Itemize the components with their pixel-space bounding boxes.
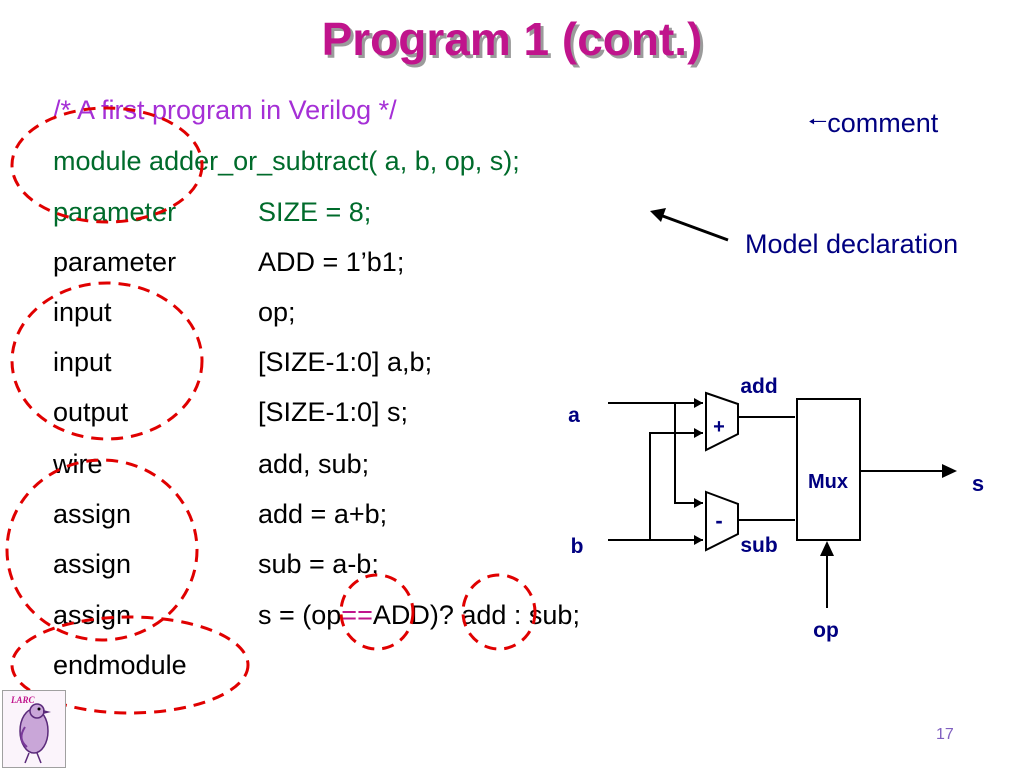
select-op-label: op [813,619,839,642]
highlight-circle-question [461,573,537,651]
adder-symbol: + [713,416,725,438]
code-module-line: module adder_or_subtract( a, b, op, s); [53,146,520,176]
code-comment-line: /* A first program in Verilog */ [53,95,397,125]
model-declaration-arrow [650,208,729,242]
sub-label: sub [740,534,777,557]
subtractor-symbol: - [715,508,722,533]
mux-block [796,398,861,541]
left-arrow-icon: 🠐 [808,109,828,134]
code-keyword: input [53,347,112,377]
code-argument: ADD = 1’b1; [258,247,405,277]
code-argument: add = a+b; [258,499,388,529]
code-arg-before: s = (op [258,600,342,630]
model-declaration-label: Model declaration [745,229,959,259]
code-keyword: input [53,297,112,327]
comment-annotation: 🠐comment [808,105,938,143]
code-endmodule-line: endmodule [53,650,187,680]
code-argument: op; [258,297,296,327]
code-argument: [SIZE-1:0] a,b; [258,347,433,377]
input-b-label: b [571,535,584,558]
slide-number: 17 [936,726,954,743]
input-a-label: a [568,404,580,427]
output-s-label: s [972,471,984,496]
circuit-diagram: a b + - add sub Mux s op [568,375,984,642]
code-keyword: output [53,397,129,427]
code-argument: s = (op==ADD)? add : sub; [258,599,580,631]
mux-label: Mux [808,471,848,493]
code-keyword: assign [53,549,132,579]
logo-text: LARC [10,695,36,705]
code-argument: add, sub; [258,449,370,479]
slide-title: Program 1 (cont.) [321,13,703,65]
code-keyword: assign [53,499,132,529]
add-label: add [740,375,777,398]
highlight-circle-endmodule [10,615,250,715]
code-argument: [SIZE-1:0] s; [258,397,409,427]
highlight-circle-eq [339,573,415,651]
bird-logo-icon: LARC [10,695,51,764]
highlight-circles [5,106,537,715]
code-argument: sub = a-b; [258,549,379,579]
code-arg-after: ADD)? add : sub; [372,600,580,630]
comment-label: comment [827,108,939,138]
highlight-circle-ports [10,281,204,441]
lab-logo: LARC [2,690,66,768]
highlight-circle-assign [5,458,199,642]
code-keyword: parameter [53,247,177,277]
subtractor-block [705,490,739,552]
code-keyword: parameter [53,197,177,227]
equality-operator: == [341,600,373,630]
highlight-circle-module [10,106,204,224]
code-argument: SIZE = 8; [258,197,372,227]
adder-block [705,391,739,452]
